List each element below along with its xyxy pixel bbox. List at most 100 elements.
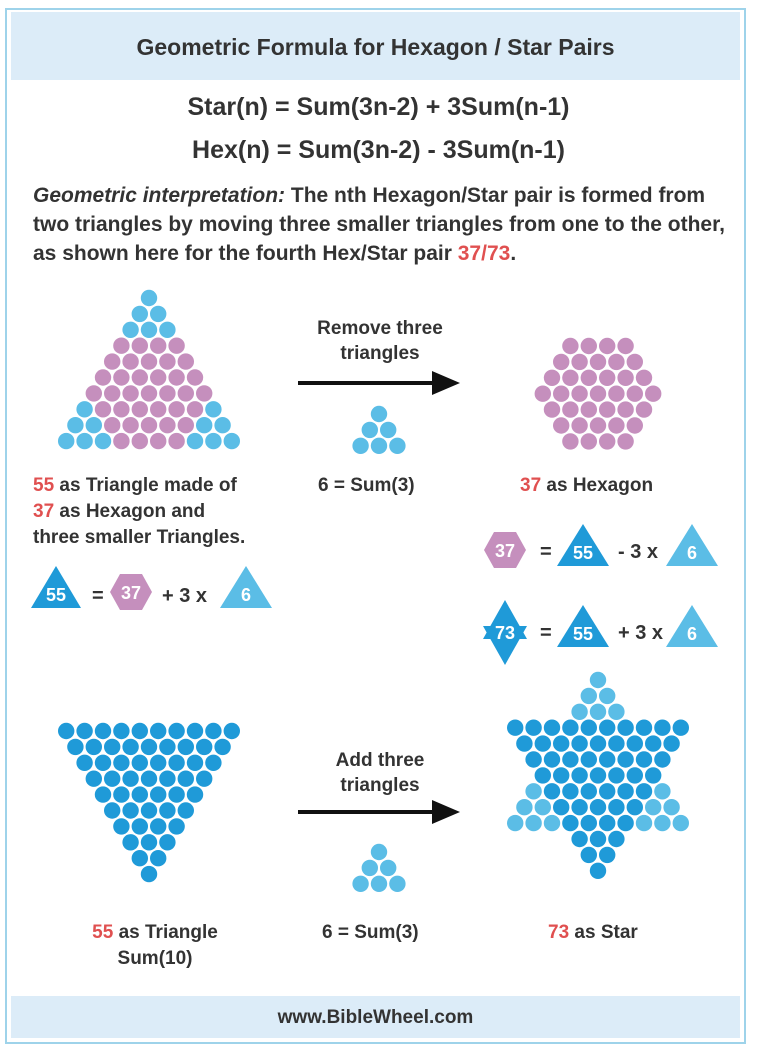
star-73-dot: [617, 783, 633, 799]
triangle-55-dot: [141, 353, 157, 369]
star-73-dot: [590, 863, 606, 879]
triangle-55-dot: [104, 385, 120, 401]
star-73-dot: [544, 815, 560, 831]
star-73-dot: [636, 720, 652, 736]
triangle-55-dot: [187, 369, 203, 385]
small-triangle-dot: [371, 844, 387, 860]
star-73-dot: [654, 815, 670, 831]
triangle-55-dot: [141, 385, 157, 401]
triangle-55-dot: [178, 385, 194, 401]
inverted-triangle-55-dot: [122, 834, 138, 850]
star-73-dot: [673, 720, 689, 736]
star-73-dot: [553, 767, 569, 783]
hexagon-37-badge: 37: [110, 574, 152, 610]
inverted-triangle-55-dot: [178, 739, 194, 755]
inverted-triangle-55-dot: [141, 771, 157, 787]
triangle-55-dot: [187, 401, 203, 417]
star-73-dot: [571, 704, 587, 720]
star-73-dot: [617, 751, 633, 767]
star-73-dot: [636, 783, 652, 799]
inverted-triangle-55-dot: [132, 723, 148, 739]
hexagon-37-dot: [562, 338, 578, 354]
star-73-dot: [590, 799, 606, 815]
small-triangle-dot: [371, 438, 387, 454]
inverted-triangle-55-dot: [214, 739, 230, 755]
star-73-dot: [525, 815, 541, 831]
small-triangle-dot: [371, 876, 387, 892]
star-73-dot: [627, 799, 643, 815]
inverted-triangle-55-dot: [113, 723, 129, 739]
hexagon-37-dot: [627, 386, 643, 402]
star-73-dot: [562, 815, 578, 831]
triangle-55-dot: [67, 417, 83, 433]
triangle-55-dot: [141, 417, 157, 433]
star-73-dot: [654, 751, 670, 767]
triangle-55-dot: [113, 369, 129, 385]
triangle-55-dot: [214, 417, 230, 433]
hexagon-37-dot: [553, 354, 569, 370]
inverted-triangle-55-dot: [104, 802, 120, 818]
add-arrow-icon: [298, 800, 460, 824]
star-73-dot: [627, 767, 643, 783]
star-73-dot: [654, 720, 670, 736]
svg-text:37: 37: [121, 583, 141, 603]
star-73-dot: [608, 704, 624, 720]
hexagon-37-dot: [581, 433, 597, 449]
triangle-55-dot: [150, 369, 166, 385]
hexagon-37-dot: [627, 417, 643, 433]
star-73-dot: [608, 831, 624, 847]
star-73-dot: [645, 735, 661, 751]
triangle-55-dot: [224, 433, 240, 449]
equation-star: 73 = 55 + 3 x 6: [483, 600, 718, 665]
inverted-triangle-55-dot: [159, 834, 175, 850]
inverted-triangle-55-dot: [95, 786, 111, 802]
small-triangle-dot: [380, 860, 396, 876]
svg-text:+ 3 x: + 3 x: [618, 622, 663, 644]
small-triangle-dot: [380, 422, 396, 438]
hexagon-37-dot: [571, 386, 587, 402]
star-73-dot: [590, 831, 606, 847]
star-73-dot: [608, 767, 624, 783]
star-73-dot: [636, 751, 652, 767]
star-73-dot: [654, 783, 670, 799]
small-triangle-dot: [352, 876, 368, 892]
star-73-dot: [599, 815, 615, 831]
triangle-55-dot: [132, 433, 148, 449]
hexagon-37-dot: [599, 433, 615, 449]
hexagon-37-badge: 37: [484, 532, 526, 568]
triangle-55-dot: [168, 338, 184, 354]
inverted-triangle-55-dot: [76, 755, 92, 771]
star-73-dot: [581, 783, 597, 799]
inverted-triangle-55-dot: [187, 723, 203, 739]
star-73-dot: [599, 688, 615, 704]
hexagon-37-dot: [581, 401, 597, 417]
small-triangle-dot: [352, 438, 368, 454]
hexagon-37-dot: [562, 433, 578, 449]
hexagon-37-dot: [608, 417, 624, 433]
star-73-dot: [673, 815, 689, 831]
hexagon-37-dot: [617, 338, 633, 354]
star-73-dot: [581, 688, 597, 704]
inverted-triangle-55-dot: [67, 739, 83, 755]
equation-triangle: 55 = 37 + 3 x 6: [31, 566, 272, 610]
svg-text:73: 73: [495, 623, 515, 643]
inverted-triangle-55-dot: [95, 723, 111, 739]
svg-text:6: 6: [687, 624, 697, 644]
star-73-dot: [562, 751, 578, 767]
inverted-triangle-55-dot: [132, 818, 148, 834]
hexagon-37-dot: [590, 354, 606, 370]
hexagon-37-dot: [636, 370, 652, 386]
star-73-dot: [507, 720, 523, 736]
triangle-55-dot: [95, 401, 111, 417]
inverted-triangle-55-dot: [141, 739, 157, 755]
hexagon-37-dot: [617, 401, 633, 417]
inverted-triangle-55-dot: [113, 755, 129, 771]
inverted-triangle-55-dot: [150, 786, 166, 802]
triangle-6-badge: 6: [220, 566, 272, 608]
star-73-dot: [535, 767, 551, 783]
triangle-55-badge: 55: [557, 605, 609, 647]
inverted-triangle-55-dot: [122, 739, 138, 755]
svg-text:37: 37: [495, 541, 515, 561]
hexagon-37-dot: [571, 354, 587, 370]
